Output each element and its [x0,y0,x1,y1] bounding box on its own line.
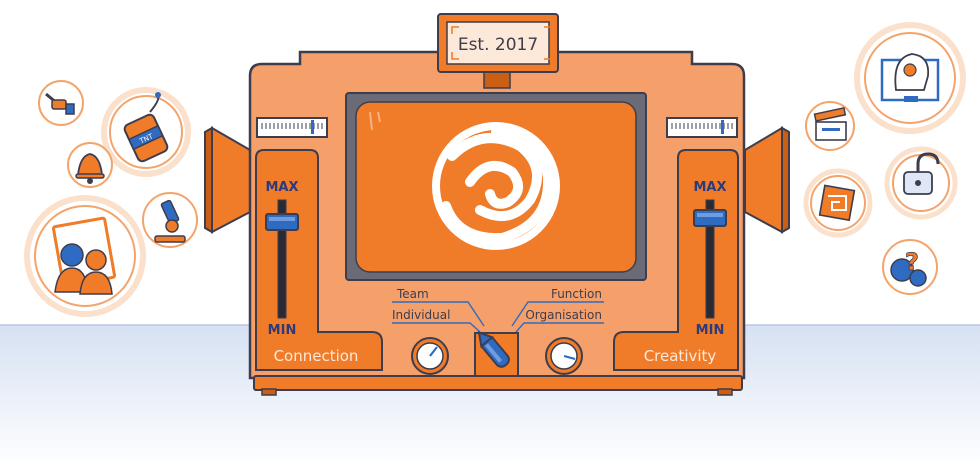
bell-icon [67,142,113,188]
creativity-slider-handle[interactable] [693,209,727,227]
dial-labels: Team Individual Function Organisation [392,287,602,322]
right-gauge-strip [666,117,738,138]
dial-label-function: Function [551,287,602,301]
connection-min-label: MIN [268,323,297,338]
svg-text:?: ? [905,248,919,276]
left-round-gauge [411,337,449,375]
dial-label-individual: Individual [392,308,450,322]
dial-label-team: Team [396,287,429,301]
connection-slider-handle[interactable] [265,213,299,231]
creativity-label: Creativity [644,347,717,365]
connection-panel: MAX MIN Connection [255,149,383,371]
right-horn [744,126,790,234]
creativity-min-label: MIN [696,323,725,338]
spiral-logo-icon [432,122,560,250]
screen [345,92,647,281]
clapperboard-icon [805,101,855,151]
left-horn [204,126,251,234]
right-round-gauge [545,337,583,375]
plug-icon [38,80,84,126]
tnt-icon: TNT [101,87,191,177]
connection-max-label: MAX [265,180,298,195]
maze-icon [803,168,873,238]
creativity-max-label: MAX [693,180,726,195]
lightbulb-head-icon [854,22,966,134]
question-gears-icon: ? [882,239,938,295]
portrait-people-icon [24,195,146,317]
established-sign: Est. 2017 [437,13,559,73]
connection-track [277,199,287,319]
padlock-icon [884,146,958,220]
dial-guide-lines [392,301,604,333]
left-gauge-strip [256,117,328,138]
connection-label: Connection [274,347,359,365]
dial-label-organisation: Organisation [525,308,602,322]
mode-selector-knob[interactable] [474,328,519,377]
sign-text: Est. 2017 [458,35,538,55]
microscope-icon [142,192,198,248]
creativity-track [705,199,715,319]
